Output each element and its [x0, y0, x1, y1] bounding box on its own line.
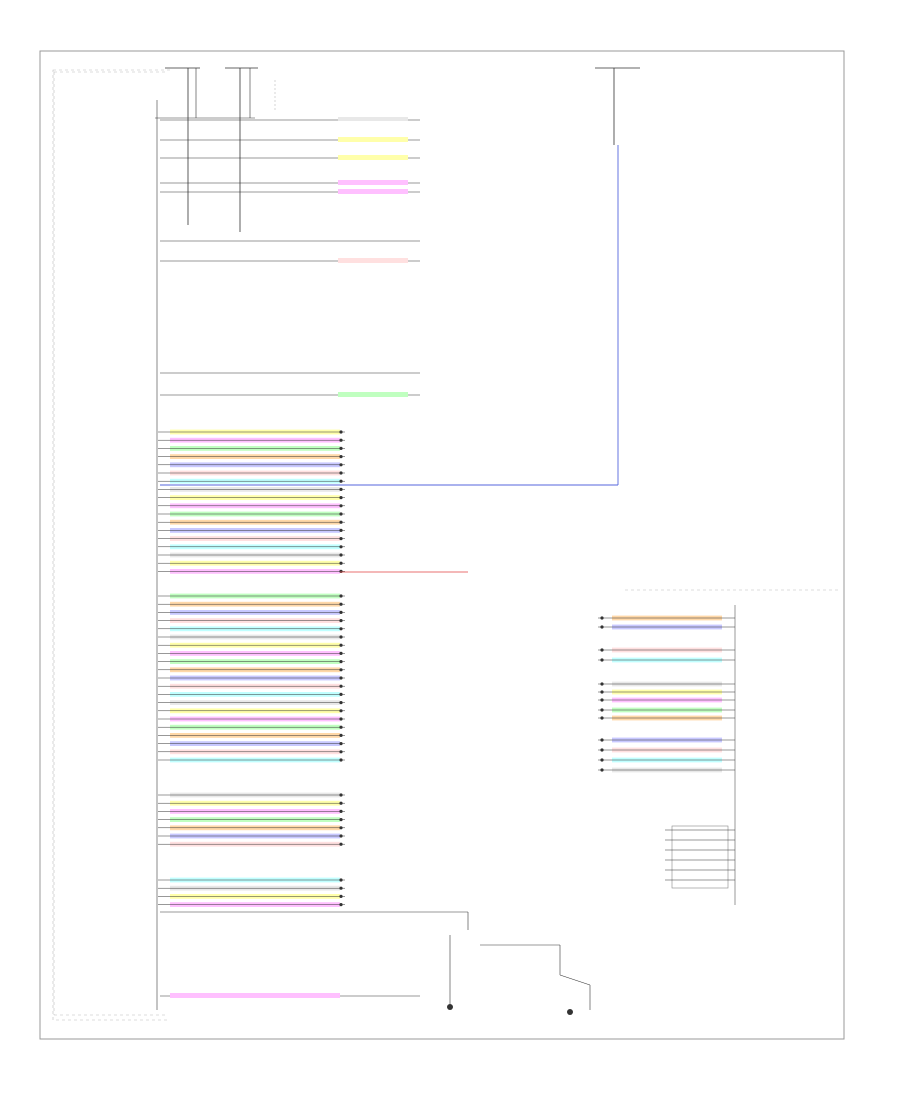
connector-terminal	[339, 842, 343, 846]
connector-terminal	[600, 625, 604, 629]
connector-terminal	[600, 682, 604, 686]
connector-terminal	[600, 738, 604, 742]
module-boundary-left	[52, 69, 170, 1021]
connector-terminal	[339, 561, 343, 565]
connector-terminal	[339, 684, 343, 688]
connector-terminal	[339, 903, 343, 907]
connector-terminal	[339, 826, 343, 830]
connector-terminal	[339, 660, 343, 664]
connector-terminal	[600, 616, 604, 620]
connector-terminal	[339, 602, 343, 606]
connector-terminal	[600, 690, 604, 694]
connector-terminal	[339, 818, 343, 822]
connector-terminal	[339, 479, 343, 483]
wire-bundle-main	[158, 429, 345, 907]
connector-terminal	[339, 455, 343, 459]
connector-terminal	[339, 487, 343, 491]
connector-terminal	[339, 758, 343, 762]
fuse-top-right	[160, 67, 640, 486]
connector-terminal	[339, 717, 343, 721]
connector-terminal	[339, 438, 343, 442]
connector-terminal	[339, 676, 343, 680]
connector-terminal	[600, 658, 604, 662]
connector-terminal	[339, 594, 343, 598]
connector-terminal	[339, 504, 343, 508]
connector-terminal	[339, 709, 343, 713]
connector-terminal	[339, 643, 343, 647]
connector-terminal	[600, 648, 604, 652]
connector-terminal	[339, 733, 343, 738]
right-lower-block	[665, 825, 735, 889]
connector-terminal	[600, 758, 604, 762]
connector-terminal	[339, 742, 343, 746]
connector-terminal	[339, 793, 343, 797]
connector-terminal	[339, 471, 343, 475]
connector-terminal	[339, 446, 343, 450]
connector-terminal	[600, 716, 604, 720]
connector-terminal	[339, 512, 343, 516]
connector-terminal	[339, 725, 343, 729]
connector-terminal	[339, 463, 343, 467]
connector-terminal	[600, 748, 604, 752]
connector-terminal	[339, 569, 343, 574]
fuse-block-top	[155, 67, 276, 232]
connector-terminal	[339, 651, 343, 656]
wire-bundle-right	[598, 615, 735, 773]
connector-terminal	[339, 553, 343, 557]
connector-terminal	[339, 668, 343, 672]
diagram-frame	[39, 50, 845, 1040]
connector-terminal	[339, 610, 343, 615]
connector-terminal	[339, 834, 343, 838]
connector-terminal	[339, 430, 343, 434]
connector-terminal	[339, 692, 343, 697]
connector-terminal	[339, 750, 343, 754]
connector-terminal	[339, 627, 343, 631]
connector-terminal	[600, 708, 604, 712]
connector-terminal	[339, 496, 343, 500]
connector-terminal	[339, 809, 343, 814]
wire-group-upper	[160, 117, 420, 397]
connector-terminal	[339, 537, 343, 541]
connector-terminal	[600, 698, 604, 702]
connector-terminal	[339, 619, 343, 623]
connector-terminal	[339, 801, 343, 805]
connector-terminal	[339, 635, 343, 639]
connector-terminal	[339, 878, 343, 882]
connector-terminal	[600, 768, 604, 772]
connector-terminal	[339, 545, 343, 549]
connector-terminal	[339, 701, 343, 705]
connector-terminal	[339, 528, 343, 533]
connector-terminal	[339, 520, 343, 524]
connector-terminal	[339, 894, 343, 899]
connector-terminal	[339, 886, 343, 890]
bottom-ground-wiring	[160, 911, 591, 1015]
